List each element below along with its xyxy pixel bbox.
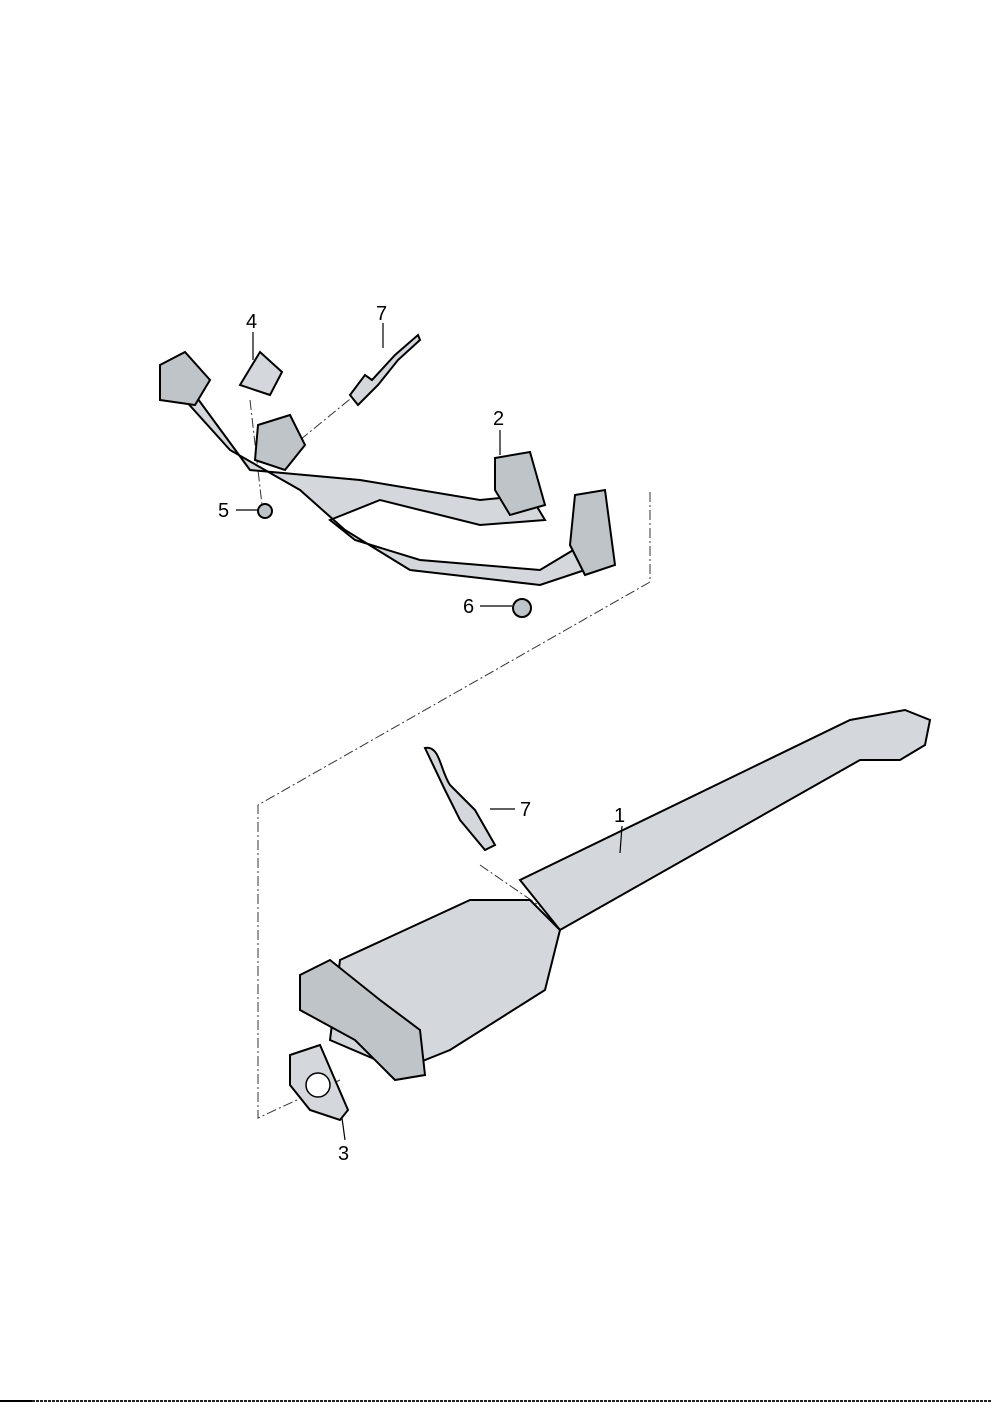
callout-4: 4: [246, 311, 257, 333]
catalytic-converter-part-1: [299, 708, 932, 1082]
front-pipe-part-2: [159, 350, 617, 587]
callout-2: 2: [493, 408, 504, 430]
nut-part-5: [257, 503, 273, 519]
callout-7-bottom: 7: [520, 799, 531, 821]
gasket-part-4: [238, 350, 284, 397]
callout-7-top: 7: [376, 303, 387, 325]
callout-5: 5: [218, 500, 229, 522]
assembly-line: [257, 492, 651, 1119]
oxygen-sensor-part-7-lower: [423, 746, 497, 852]
callout-3: 3: [338, 1143, 349, 1165]
callout-6: 6: [463, 596, 474, 618]
nut-part-6: [512, 598, 532, 618]
oxygen-sensor-part-7: [348, 333, 422, 407]
callout-1: 1: [614, 805, 625, 827]
